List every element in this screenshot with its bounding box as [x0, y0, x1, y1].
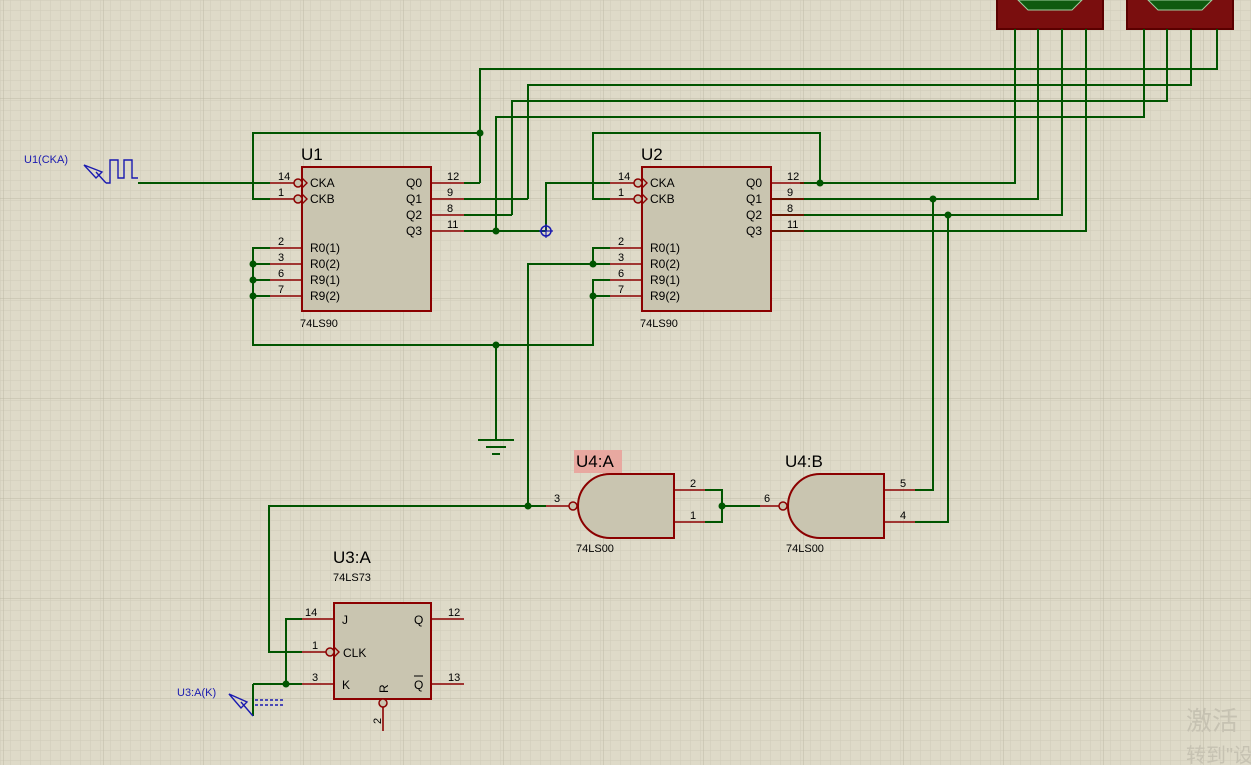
- flip-flop-u3a[interactable]: U3:A 74LS73 14 J 1 CLK 3 K 12 Q 13 Q R 2: [302, 548, 464, 731]
- u1-pin-num: 11: [447, 219, 458, 231]
- u3a-pin-qbar: 13: [448, 672, 460, 684]
- u1-pin-label: CKA: [310, 176, 335, 190]
- clock-wave-icon: [106, 159, 138, 184]
- u1-pin-num: 2: [278, 236, 284, 248]
- nand-gate-u4b[interactable]: U4:B 6 5 4 74LS00: [760, 452, 915, 555]
- u1-pin-label: Q1: [406, 192, 422, 206]
- u2-pin-label: CKB: [650, 192, 675, 206]
- u3a-pin-clk: 1: [312, 640, 318, 652]
- u2-inversion-bubble: [633, 178, 643, 188]
- u2-pin-num: 12: [787, 171, 799, 183]
- u2-clock-edge-icon: [641, 177, 648, 189]
- u3a-label-j: J: [342, 613, 348, 627]
- u3a-pin-q: 12: [448, 607, 460, 619]
- u2-pin-label: R0(1): [650, 241, 680, 255]
- u2-pin-num: 6: [618, 268, 624, 280]
- u2-pin-label: Q0: [746, 176, 762, 190]
- u1-pin-num: 1: [278, 187, 284, 199]
- u4a-part: 74LS00: [576, 543, 614, 555]
- u2-pin-num: 1: [618, 187, 624, 199]
- watermark-line-1: 激活: [1186, 706, 1238, 736]
- logic-terminal-label: U3:A(K): [177, 687, 216, 699]
- u1-pin-label: R0(1): [310, 241, 340, 255]
- u4a-ref: U4:A: [576, 452, 614, 471]
- counter-u1[interactable]: U1 74LS90 14 CKA 1 CKB 2 R0(1) 3 R0(2) 6 R9(1) 7 R9…: [270, 145, 464, 330]
- u3a-label-q: Q: [414, 613, 423, 627]
- wires: [138, 29, 1218, 716]
- u3a-label-qbar: Q: [414, 678, 423, 692]
- crosshair-marker-icon[interactable]: [539, 224, 553, 238]
- u4b-pin-in2: 4: [900, 510, 906, 522]
- u1-inversion-bubble: [293, 194, 303, 204]
- u2-pin-label: R9(2): [650, 289, 680, 303]
- u1-pin-num: 7: [278, 284, 284, 296]
- u3a-ref: U3:A: [333, 548, 371, 567]
- u2-pin-label: Q1: [746, 192, 762, 206]
- u1-pin-num: 9: [447, 187, 453, 199]
- u2-pin-num: 11: [787, 219, 798, 231]
- u1-pin-num: 6: [278, 268, 284, 280]
- nand-gate-u4a[interactable]: U4:A 3 2 1 74LS00: [546, 450, 705, 555]
- u3a-part: 74LS73: [333, 572, 371, 584]
- junction-dots: [249, 129, 952, 688]
- selection-highlight: [574, 450, 622, 473]
- u2-pin-label: R0(2): [650, 257, 680, 271]
- u4a-pin-in2: 1: [690, 510, 696, 522]
- watermark-line-2: 转到"设: [1186, 744, 1251, 765]
- clock-terminal-label: U1(CKA): [24, 154, 68, 166]
- u1-pin-label: R9(1): [310, 273, 340, 287]
- u1-clock-edge-icon: [301, 177, 308, 189]
- u2-pin-num: 3: [618, 252, 624, 264]
- u1-pin-num: 8: [447, 203, 453, 215]
- u4b-part: 74LS00: [786, 543, 824, 555]
- u1-clock-edge-icon: [301, 193, 308, 205]
- u2-pin-num: 8: [787, 203, 793, 215]
- u4a-pin-out: 3: [554, 493, 560, 505]
- u2-pin-label: Q2: [746, 208, 762, 222]
- u1-pin-label: Q3: [406, 224, 422, 238]
- u3a-label-k: K: [342, 678, 350, 692]
- u1-pin-num: 14: [278, 171, 290, 183]
- u1-pin-label: CKB: [310, 192, 335, 206]
- u3a-label-clk: CLK: [343, 646, 366, 660]
- u2-part: 74LS90: [640, 318, 678, 330]
- u4a-pin-in1: 2: [690, 478, 696, 490]
- u4b-ref: U4:B: [785, 452, 823, 471]
- u3a-pin-j: 14: [305, 607, 317, 619]
- u1-pin-label: Q2: [406, 208, 422, 222]
- clock-terminal[interactable]: U1(CKA): [24, 154, 138, 184]
- u1-part: 74LS90: [300, 318, 338, 330]
- counter-u2[interactable]: U2 74LS90 14 CKA 1 CKB 2 R0(1) 3 R0(2) 6 R9(1) 7 R9…: [610, 145, 804, 330]
- u1-pin-num: 3: [278, 252, 284, 264]
- u1-pin-label: R9(2): [310, 289, 340, 303]
- u4b-pin-in1: 5: [900, 478, 906, 490]
- u1-pin-label: Q0: [406, 176, 422, 190]
- u3a-pin-r: 2: [372, 718, 384, 724]
- u2-pin-num: 2: [618, 236, 624, 248]
- u2-pin-num: 9: [787, 187, 793, 199]
- u2-pin-num: 7: [618, 284, 624, 296]
- u3a-pin-k: 3: [312, 672, 318, 684]
- ground-icon[interactable]: [478, 439, 514, 455]
- u1-pin-label: R0(2): [310, 257, 340, 271]
- u4b-pin-out: 6: [764, 493, 770, 505]
- u2-ref: U2: [641, 145, 663, 164]
- activation-watermark: 激活 转到"设: [1186, 706, 1251, 765]
- u2-pin-label: CKA: [650, 176, 675, 190]
- u2-pin-label: Q3: [746, 224, 762, 238]
- u2-inversion-bubble: [633, 194, 643, 204]
- u2-pin-num: 14: [618, 171, 630, 183]
- u1-ref: U1: [301, 145, 323, 164]
- u2-pin-label: R9(1): [650, 273, 680, 287]
- u2-clock-edge-icon: [641, 193, 648, 205]
- u3a-label-r: R: [377, 684, 391, 693]
- u1-inversion-bubble: [293, 178, 303, 188]
- logic-terminal[interactable]: U3:A(K): [177, 687, 284, 717]
- u1-pin-num: 12: [447, 171, 459, 183]
